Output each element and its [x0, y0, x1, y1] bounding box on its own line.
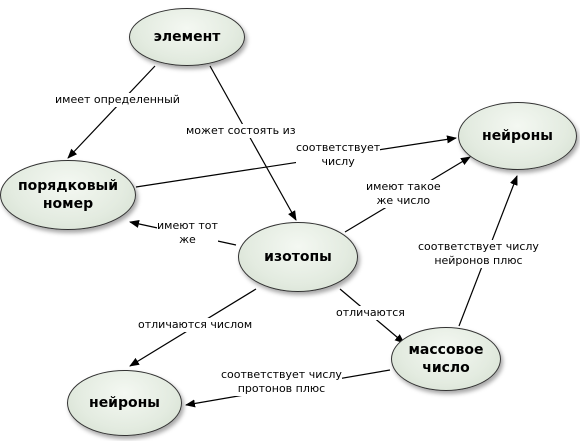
node-label-line: номер	[42, 196, 94, 212]
node-label: массовое число	[408, 341, 483, 377]
edge-label-line: соответствует числу	[221, 368, 342, 381]
edge-label-line: протонов плюс	[237, 382, 326, 395]
node-label-line: число	[422, 360, 470, 376]
node-label: нейроны	[89, 395, 160, 411]
edge-label-line: соответствует	[296, 141, 381, 154]
edge-label-may-consist-of: может состоять из	[186, 124, 296, 138]
node-label-line: массовое	[408, 342, 484, 358]
edge-label-line: же	[179, 233, 196, 246]
node-ordinal-number: порядковый номер	[0, 160, 136, 230]
node-neurons-bottom: нейроны	[67, 370, 182, 436]
node-element: элемент	[129, 8, 245, 66]
edge-label-same-number: имеют такое же число	[366, 180, 441, 208]
edge-label-have-same: имеют тот же	[157, 219, 218, 247]
node-label: изотопы	[264, 249, 332, 265]
edge-element-to-ordinal	[67, 65, 156, 159]
edge-element-to-isotopes	[209, 65, 297, 221]
edge-label-line: соответствует числу	[418, 240, 539, 253]
edge-label-line: имеют тот	[157, 219, 218, 232]
edge-label-has-definite: имеет определенный	[55, 93, 180, 107]
node-neurons-top: нейроны	[458, 102, 577, 170]
edge-label-line: имеют такое	[366, 180, 441, 193]
node-label: порядковый номер	[18, 177, 118, 213]
edge-label-corresponds-neurons-plus: соответствует числу нейронов плюс	[418, 240, 539, 268]
edge-label-line: же число	[376, 194, 431, 207]
edge-label-corresponds-number: соответствует числу	[296, 141, 381, 169]
edge-label-line: нейронов плюс	[434, 254, 523, 267]
edge-label-corresponds-protons-plus: соответствует числу протонов плюс	[221, 368, 342, 396]
node-label: элемент	[153, 29, 221, 45]
node-label-line: порядковый	[17, 178, 119, 194]
edge-label-differ: отличаются	[336, 306, 405, 320]
node-mass-number: массовое число	[391, 327, 501, 391]
edge-label-differ-by-number: отличаются числом	[138, 318, 253, 332]
node-isotopes: изотопы	[238, 222, 358, 292]
edge-label-line: числу	[321, 155, 355, 168]
node-label: нейроны	[482, 128, 553, 144]
